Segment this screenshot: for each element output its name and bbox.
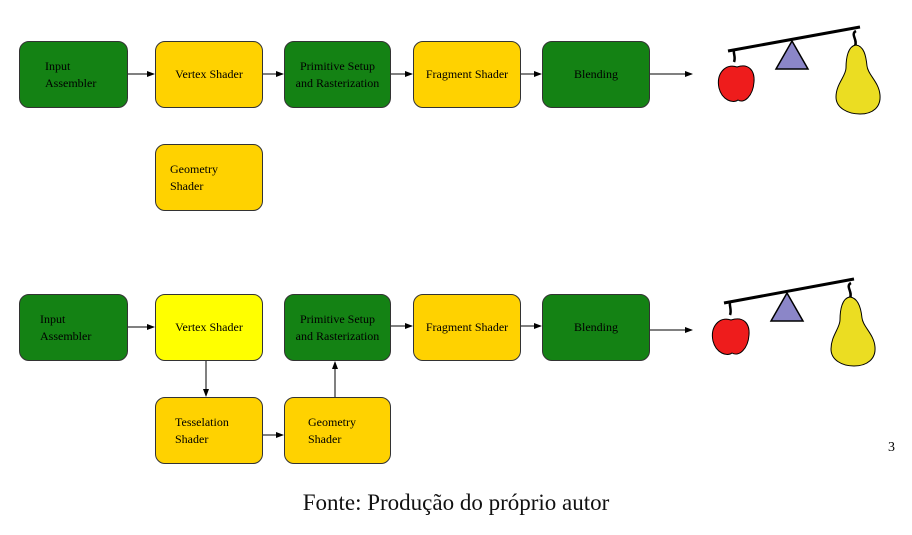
tesselation-shader-stage: Tesselation Shader xyxy=(155,397,263,464)
apple-icon xyxy=(717,65,755,102)
pear-icon xyxy=(835,44,881,115)
stage-label: Fragment Shader xyxy=(425,67,509,81)
stage-label: Geometry Shader xyxy=(170,161,218,193)
primitive-setup-stage-bottom: Primitive Setup and Rasterization xyxy=(284,294,391,361)
fragment-shader-stage-top: Fragment Shader xyxy=(413,41,521,108)
balance-scale-icon-bottom xyxy=(711,277,876,367)
balance-scale-icon-top xyxy=(717,25,881,115)
fragment-shader-stage-bottom: Fragment Shader xyxy=(413,294,521,361)
stage-label: Geometry Shader xyxy=(308,414,356,446)
geometry-shader-stage-bottom: Geometry Shader xyxy=(284,397,391,464)
fulcrum-icon xyxy=(769,291,805,322)
page-number: 3 xyxy=(888,440,895,455)
stage-label: Fragment Shader xyxy=(425,320,509,334)
blending-stage-bottom: Blending xyxy=(542,294,650,361)
stage-label: Blending xyxy=(574,320,618,334)
vertex-shader-stage-top: Vertex Shader xyxy=(155,41,263,108)
stage-label: Blending xyxy=(574,67,618,81)
bottom-pipeline-arrows xyxy=(127,323,693,438)
stage-label: Primitive Setup and Rasterization xyxy=(295,58,380,90)
stage-label: Input Assembler xyxy=(45,58,97,90)
apple-icon xyxy=(711,318,750,355)
geometry-shader-stage-top: Geometry Shader xyxy=(155,144,263,211)
vertex-shader-stage-bottom: Vertex Shader xyxy=(155,294,263,361)
primitive-setup-stage-top: Primitive Setup and Rasterization xyxy=(284,41,391,108)
pear-icon xyxy=(830,296,876,367)
stage-label: Vertex Shader xyxy=(175,320,243,334)
input-assembler-stage-top: Input Assembler xyxy=(19,41,128,108)
input-assembler-stage-bottom: Input Assembler xyxy=(19,294,128,361)
stage-label: Primitive Setup and Rasterization xyxy=(295,311,380,343)
stage-label: Tesselation Shader xyxy=(175,414,229,446)
blending-stage-top: Blending xyxy=(542,41,650,108)
figure-caption: Fonte: Produção do próprio autor xyxy=(302,490,610,515)
scale-beam-icon xyxy=(727,25,861,53)
stage-label: Input Assembler xyxy=(40,311,92,343)
fulcrum-icon xyxy=(774,39,810,70)
stage-label: Vertex Shader xyxy=(175,67,243,81)
scale-beam-icon xyxy=(723,277,855,305)
